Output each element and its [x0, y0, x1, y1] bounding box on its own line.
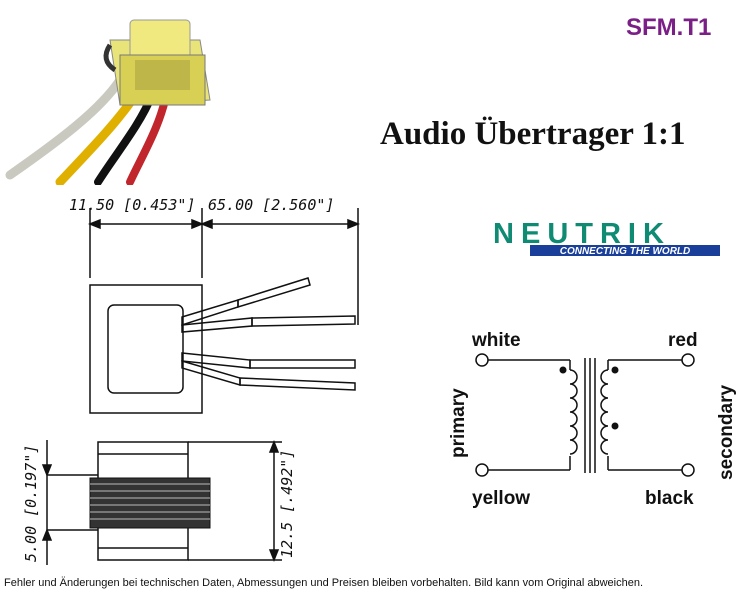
logo-brand: NEUTRIK: [493, 219, 671, 250]
side-view-drawing: 5.00 [0.197"] 12.5 [.492"]: [22, 439, 296, 565]
top-view-drawing: 11.50 [0.453"] 65.00 [2.560"]: [69, 196, 361, 414]
neutrik-logo: NEUTRIK CONNECTING THE WORLD: [493, 219, 720, 257]
footer-disclaimer: Fehler und Änderungen bei technischen Da…: [4, 577, 644, 589]
dim-lead-length: 65.00 [2.560"]: [208, 196, 334, 214]
model-number: SFM.T1: [626, 14, 712, 41]
wiring-schematic: white red yellow black primary secondary: [448, 330, 737, 509]
logo-tagline: CONNECTING THE WORLD: [560, 246, 691, 257]
dim-side-height: 12.5 [.492"]: [278, 450, 296, 558]
dim-core-width: 11.50 [0.453"]: [69, 196, 195, 214]
product-photo: [5, 19, 211, 185]
product-title: Audio Übertrager 1:1: [380, 116, 686, 152]
label-yellow: yellow: [472, 488, 530, 509]
label-red: red: [668, 330, 698, 351]
label-white: white: [471, 330, 521, 351]
label-secondary: secondary: [716, 385, 737, 480]
label-primary: primary: [448, 388, 469, 458]
dim-side-small: 5.00 [0.197"]: [22, 445, 40, 562]
label-black: black: [645, 488, 694, 509]
